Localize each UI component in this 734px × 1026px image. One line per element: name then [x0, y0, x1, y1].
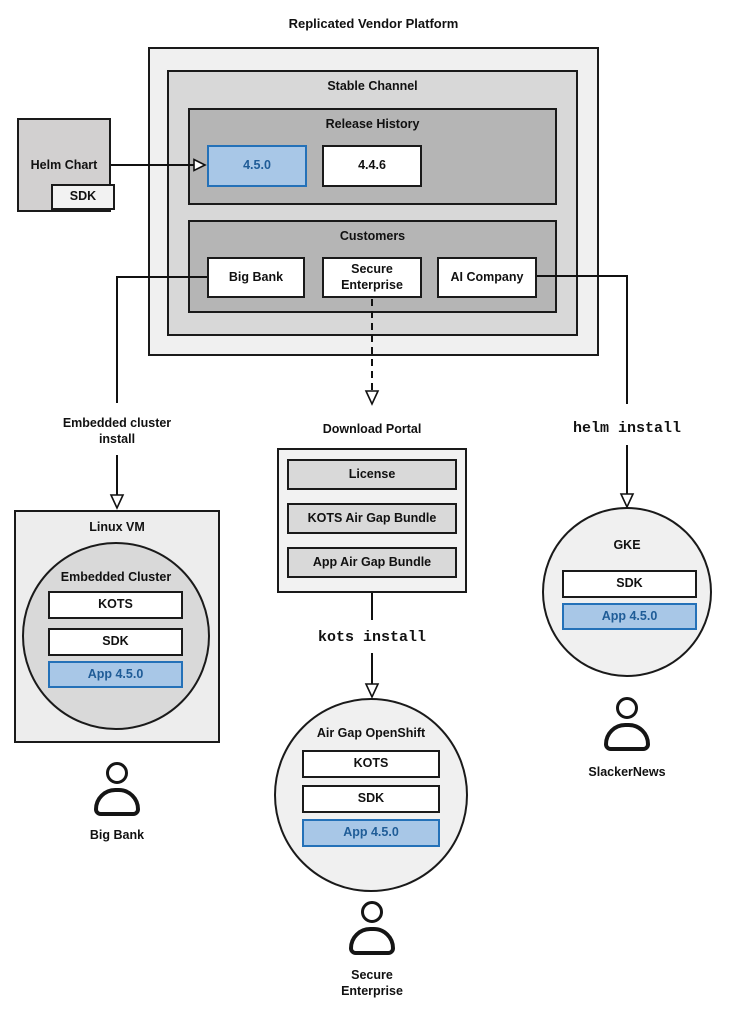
middle-sdk-box: SDK — [302, 785, 440, 813]
release-box-450: 4.5.0 — [207, 145, 307, 187]
person-body-icon — [349, 927, 395, 955]
middle-app-box: App 4.5.0 — [302, 819, 440, 847]
gke-label: GKE — [613, 538, 641, 552]
stable-channel-label: Stable Channel — [327, 79, 418, 93]
middle-kots-box: KOTS — [302, 750, 440, 778]
person-body-icon — [94, 788, 140, 816]
helm-install-label: helm install — [572, 420, 682, 437]
helm-chart-sdk-box: SDK — [51, 184, 115, 210]
left-sdk-box: SDK — [48, 628, 183, 656]
right-sdk-box: SDK — [562, 570, 697, 598]
slackernews-user-label: SlackerNews — [588, 765, 666, 779]
helm-chart-label: Helm Chart — [30, 158, 98, 172]
user-icon-big-bank — [90, 762, 144, 816]
user-icon-slackernews — [600, 697, 654, 751]
linux-vm-label: Linux VM — [89, 520, 145, 534]
release-box-446: 4.4.6 — [322, 145, 422, 187]
download-portal-label: Download Portal — [322, 422, 422, 436]
airgap-openshift-label: Air Gap OpenShift — [316, 726, 426, 740]
person-body-icon — [604, 723, 650, 751]
kots-install-label: kots install — [317, 629, 427, 646]
left-app-box: App 4.5.0 — [48, 661, 183, 688]
customer-box-secure-enterprise: Secure Enterprise — [322, 257, 422, 298]
portal-app-bundle-box: App Air Gap Bundle — [287, 547, 457, 578]
secure-enterprise-user-label: Secure Enterprise — [341, 968, 403, 998]
big-bank-user-label: Big Bank — [89, 828, 145, 842]
person-head-icon — [616, 697, 638, 719]
embedded-cluster-label: Embedded Cluster — [60, 570, 172, 584]
user-icon-secure-enterprise — [345, 901, 399, 955]
customer-box-ai-company: AI Company — [437, 257, 537, 298]
portal-kots-bundle-box: KOTS Air Gap Bundle — [287, 503, 457, 534]
embedded-cluster-install-label: Embedded cluster install — [62, 416, 172, 446]
customers-label: Customers — [339, 229, 406, 243]
person-head-icon — [106, 762, 128, 784]
diagram-title: Replicated Vendor Platform — [288, 16, 459, 31]
right-app-box: App 4.5.0 — [562, 603, 697, 630]
left-kots-box: KOTS — [48, 591, 183, 619]
customer-box-big-bank: Big Bank — [207, 257, 305, 298]
release-history-label: Release History — [325, 117, 420, 131]
person-head-icon — [361, 901, 383, 923]
portal-license-box: License — [287, 459, 457, 490]
